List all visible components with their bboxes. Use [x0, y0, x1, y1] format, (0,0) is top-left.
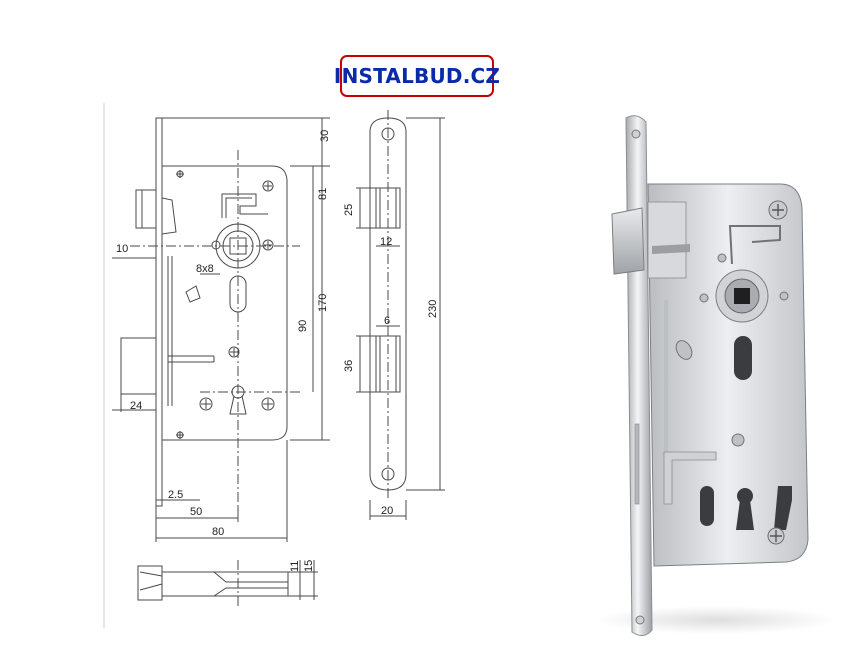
dim-11: 11	[289, 561, 301, 572]
lock-front-view	[112, 117, 330, 542]
brand-logo-text: INSTALBUD.CZ	[333, 64, 501, 88]
dim-20: 20	[381, 505, 393, 517]
dimension-labels: 30 81 170 90 230 25 12 6 36 10 24 8x8 2.…	[116, 130, 439, 572]
photo-latch	[611, 207, 645, 275]
photo-follower-square	[734, 288, 750, 304]
dim-230: 230	[427, 300, 439, 318]
dim-90: 90	[297, 320, 309, 332]
top-case	[161, 571, 289, 597]
lock-top-view	[137, 560, 318, 606]
dim-24: 24	[130, 400, 142, 412]
lock-side-view	[356, 110, 445, 520]
brand-logo[interactable]: INSTALBUD.CZ	[334, 55, 500, 97]
latch-bolt	[135, 189, 157, 229]
side-faceplate	[369, 117, 407, 491]
dim-170: 170	[317, 294, 329, 312]
dim-6: 6	[384, 315, 390, 327]
dim-8x8: 8x8	[196, 263, 214, 275]
dim-25: 25	[343, 204, 355, 216]
dim-15: 15	[303, 560, 315, 572]
dim-10: 10	[116, 243, 128, 255]
dim-50: 50	[190, 506, 202, 518]
dim-12: 12	[380, 236, 392, 248]
case-outline	[161, 165, 288, 441]
photo-key-slot	[734, 336, 752, 380]
dim-36: 36	[343, 360, 355, 372]
dim-2-5: 2.5	[168, 489, 183, 501]
dim-80: 80	[212, 526, 224, 538]
dead-bolt	[120, 337, 157, 395]
photo-case	[647, 183, 809, 567]
dim-81: 81	[317, 188, 329, 200]
dim-top-30: 30	[319, 130, 331, 142]
